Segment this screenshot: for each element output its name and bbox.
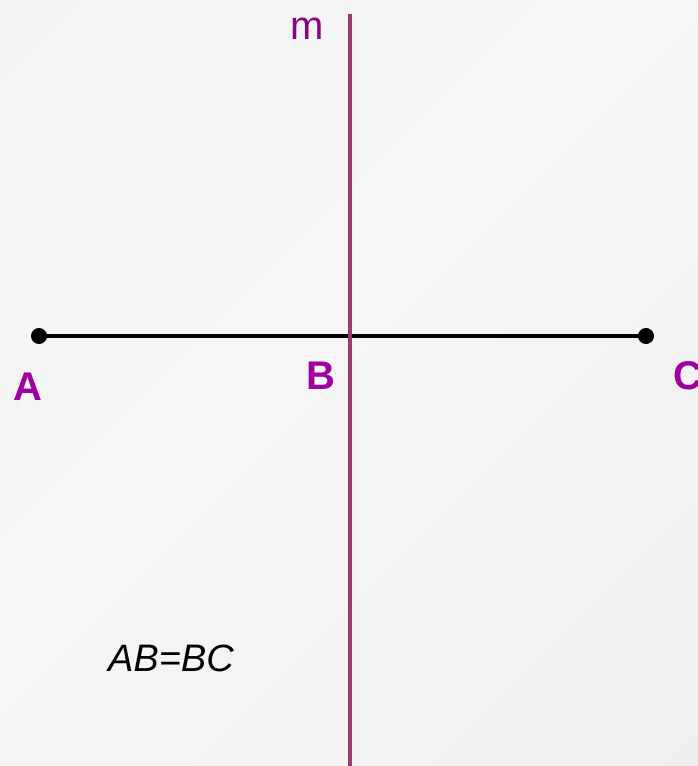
point-a-dot: [31, 328, 47, 344]
point-a-label: A: [13, 365, 42, 409]
line-m-label: m: [290, 4, 324, 48]
equation-text: AB=BC: [108, 638, 234, 680]
point-c-label: C: [673, 354, 698, 398]
point-b-label: B: [306, 354, 335, 398]
point-c-dot: [638, 328, 654, 344]
